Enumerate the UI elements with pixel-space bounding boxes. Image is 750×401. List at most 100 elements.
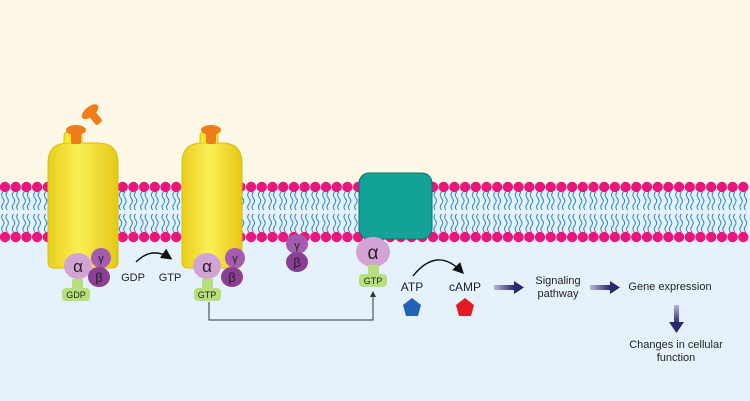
lipid-tail: [155, 191, 159, 211]
phospholipid-head: [117, 181, 128, 193]
phospholipid-head: [716, 231, 728, 243]
lipid-tail: [679, 213, 684, 233]
adenylyl-cyclase: [358, 172, 433, 240]
phospholipid-head: [695, 181, 706, 193]
phospholipid-head: [160, 231, 171, 243]
lipid-tail: [315, 191, 320, 211]
lipid-tail: [247, 191, 251, 211]
lipid-tail: [37, 213, 42, 233]
exchange-gdp-label: GDP: [121, 272, 145, 284]
gene-expression-label: Gene expression: [628, 281, 711, 293]
lipid-tail: [332, 191, 337, 211]
lipid-tail: [647, 213, 651, 233]
phospholipid-head: [459, 231, 471, 243]
alpha-label: α: [202, 257, 212, 276]
phospholipid-head: [545, 231, 556, 243]
lipid-tail: [636, 191, 641, 211]
phospholipid-head: [267, 231, 278, 243]
lipid-tail: [583, 191, 587, 211]
lipid-tail: [589, 191, 594, 211]
lipid-tail: [572, 191, 577, 211]
lipid-tail: [461, 191, 465, 211]
phospholipid-head: [513, 231, 524, 243]
lipid-tail: [711, 213, 716, 233]
lipid-tail: [568, 213, 572, 233]
lipid-tail: [337, 191, 341, 211]
phospholipid-head: [588, 231, 599, 243]
lipid-tail: [696, 213, 701, 233]
lipid-tail: [444, 191, 448, 211]
lipid-tail: [668, 213, 673, 233]
lipid-tail: [711, 191, 716, 211]
phospholipid-head: [727, 181, 738, 193]
lipid-tail: [129, 191, 133, 211]
lipid-tail: [525, 191, 529, 211]
lipid-tail: [508, 213, 512, 233]
phospholipid-head: [0, 181, 11, 193]
lipid-tail: [326, 191, 330, 211]
lipid-tail: [26, 191, 31, 211]
lipid-tail: [728, 213, 733, 233]
lipid-tail: [144, 213, 149, 233]
lipid-tail: [300, 213, 305, 233]
phospholipid-head: [160, 181, 171, 193]
lipid-tail: [283, 191, 288, 211]
phospholipid-head: [684, 181, 695, 193]
lipid-tail: [497, 191, 502, 211]
lipid-tail: [728, 191, 733, 211]
lipid-tail: [519, 191, 523, 211]
lipid-tail: [150, 213, 155, 233]
gamma-label: γ: [294, 240, 300, 252]
phospholipid-head: [21, 181, 32, 193]
lipid-tail: [707, 213, 711, 233]
lipid-tail: [5, 191, 9, 211]
lipid-tail: [347, 213, 352, 233]
lipid-tail: [172, 191, 176, 211]
phospholipid-head: [663, 231, 674, 243]
lipid-tail: [43, 191, 48, 211]
lipid-tail: [717, 191, 722, 211]
lipid-tail: [33, 191, 37, 211]
lipid-tail: [343, 213, 347, 233]
lipid-tail: [610, 191, 615, 211]
phospholipid-head: [716, 181, 728, 193]
changes-label-line1: Changes in cellular: [629, 339, 723, 351]
lipid-tail: [685, 191, 690, 211]
gtp-stem: [368, 265, 379, 276]
phospholipid-head: [577, 181, 588, 193]
phospholipid-head: [492, 181, 503, 193]
beta-gamma-dimer: γ β: [286, 234, 308, 272]
gamma-subunit: [225, 248, 245, 268]
lipid-tail: [615, 191, 619, 211]
phospholipid-head: [331, 181, 342, 193]
lipid-tail: [536, 191, 540, 211]
phospholipid-head: [673, 181, 685, 193]
lipid-tail: [632, 191, 636, 211]
ligand-floating: [81, 104, 102, 125]
lipid-tail: [482, 191, 487, 211]
phospholipid-head: [31, 181, 43, 193]
lipid-tail: [322, 191, 326, 211]
lipid-tail: [311, 213, 315, 233]
phospholipid-head: [256, 231, 267, 243]
lipid-tail: [450, 213, 454, 233]
lipid-tail: [251, 191, 256, 211]
beta-label: β: [228, 270, 235, 285]
lipid-tail: [482, 213, 487, 233]
alpha-subunit: [356, 237, 390, 267]
lipid-tail: [739, 191, 743, 211]
phospholipid-head: [299, 181, 310, 193]
lipid-tail: [289, 191, 294, 211]
gpcr-receptor-inactive: [47, 131, 119, 269]
exchange-gtp-label: GTP: [159, 272, 182, 284]
phospholipid-head: [631, 181, 642, 193]
lipid-tail: [675, 213, 679, 233]
gamma-subunit: [91, 248, 111, 268]
lipid-tail: [161, 213, 166, 233]
lipid-tail: [439, 191, 444, 211]
lipid-tail: [461, 213, 465, 233]
lipid-tail: [294, 213, 298, 233]
lipid-tail: [465, 213, 470, 233]
lipid-tail: [262, 191, 266, 211]
